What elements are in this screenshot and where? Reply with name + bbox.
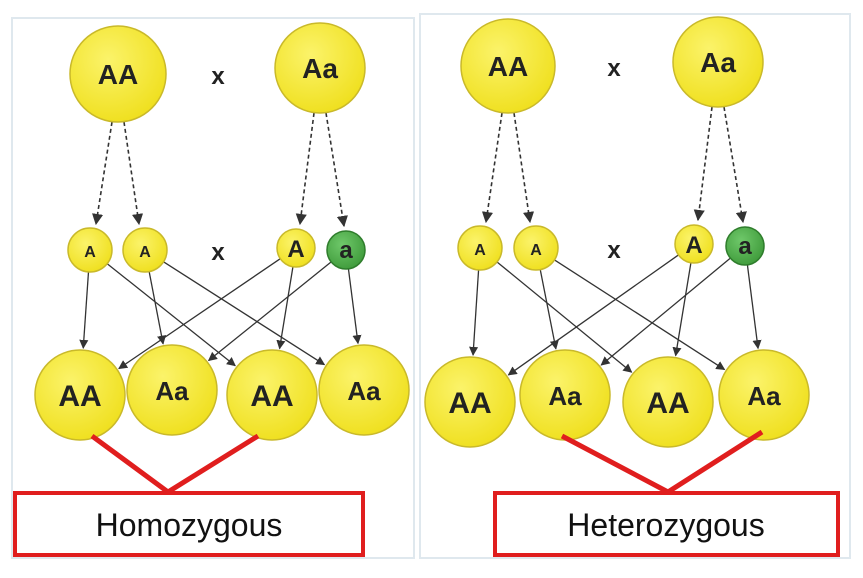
- fertilization-arrow: [79, 271, 90, 350]
- offspring-circle: [126, 344, 218, 436]
- fertilization-arrow: [118, 258, 281, 370]
- offspring-genotype: AA: [448, 387, 491, 420]
- fertilization-arrow: [600, 257, 731, 366]
- fertilization-arrow: [539, 269, 559, 350]
- fertilization-arrow: [207, 261, 332, 362]
- gamete-circle: [67, 227, 113, 273]
- gamete-circle: [513, 225, 559, 271]
- parent-circle: [274, 22, 366, 114]
- panel-label: Homozygous: [96, 507, 283, 543]
- gamete-allele: a: [339, 237, 353, 264]
- panel-homozygous: AA x Aa A A x A a AA Aa AA Aa Homozygous: [11, 17, 415, 559]
- meiosis-arrow: [92, 121, 113, 226]
- gamete-allele: A: [685, 232, 702, 259]
- offspring-genotype: Aa: [747, 381, 781, 411]
- fertilization-arrow: [148, 271, 167, 345]
- fertilization-arrow: [507, 254, 679, 376]
- fertilization-arrow: [554, 259, 726, 371]
- parent-genotype: AA: [488, 51, 528, 82]
- offspring-circle: [622, 356, 714, 448]
- offspring-circle: [34, 349, 126, 441]
- meiosis-arrow: [693, 106, 713, 222]
- meiosis-arrow: [513, 112, 535, 224]
- cross-symbol: x: [607, 55, 621, 82]
- arrows-layer: [79, 112, 362, 370]
- gamete-circle: [122, 227, 168, 273]
- cross-symbol: x: [211, 239, 225, 266]
- offspring-genotype: AA: [646, 387, 689, 420]
- fertilization-arrow: [276, 266, 294, 350]
- parent-genotype: Aa: [700, 47, 736, 78]
- meiosis-arrow: [325, 112, 348, 228]
- parent-circle: [460, 18, 556, 114]
- meiosis-arrow: [123, 121, 144, 226]
- arrows-layer: [469, 106, 762, 376]
- offspring-circle: [718, 349, 810, 441]
- gamete-allele: a: [738, 233, 752, 260]
- gamete-circle: [674, 224, 714, 264]
- gamete-circle: [457, 225, 503, 271]
- offspring-circle: [226, 349, 318, 441]
- fertilization-arrow: [746, 264, 762, 350]
- panel-background: [11, 17, 415, 559]
- fertilization-arrow: [496, 261, 633, 373]
- offspring-genotype: Aa: [155, 376, 189, 406]
- offspring-circle: [318, 344, 410, 436]
- cross-symbol: x: [211, 63, 225, 90]
- parent-genotype: AA: [98, 59, 138, 90]
- gamete-allele: A: [287, 236, 304, 263]
- label-box: [493, 491, 840, 557]
- gamete-allele: A: [139, 244, 151, 261]
- meiosis-arrow: [481, 112, 503, 224]
- gamete-allele: A: [84, 244, 96, 261]
- panel-heterozygous: AA x Aa A A x A a AA Aa AA Aa Heterozygo…: [419, 13, 851, 559]
- gamete-circle: [326, 230, 366, 270]
- gamete-circle: [725, 226, 765, 266]
- gamete-allele: A: [474, 242, 486, 259]
- label-box: [13, 491, 365, 557]
- parent-genotype: Aa: [302, 53, 338, 84]
- parent-circle: [672, 16, 764, 108]
- fertilization-arrow: [163, 261, 326, 366]
- fertilization-arrow: [347, 268, 362, 345]
- gamete-circle: [276, 228, 316, 268]
- parent-circle: [69, 25, 167, 123]
- panel-label: Heterozygous: [567, 507, 764, 543]
- fertilization-arrow: [672, 262, 692, 357]
- meiosis-arrow: [295, 112, 315, 226]
- offspring-circle: [424, 356, 516, 448]
- fertilization-arrow: [469, 269, 480, 357]
- cross-symbol: x: [607, 237, 621, 264]
- meiosis-arrow: [723, 106, 747, 224]
- offspring-genotype: Aa: [548, 381, 582, 411]
- gamete-allele: A: [530, 242, 542, 259]
- fertilization-arrow: [106, 263, 236, 367]
- offspring-genotype: Aa: [347, 376, 381, 406]
- offspring-genotype: AA: [250, 380, 293, 413]
- offspring-genotype: AA: [58, 380, 101, 413]
